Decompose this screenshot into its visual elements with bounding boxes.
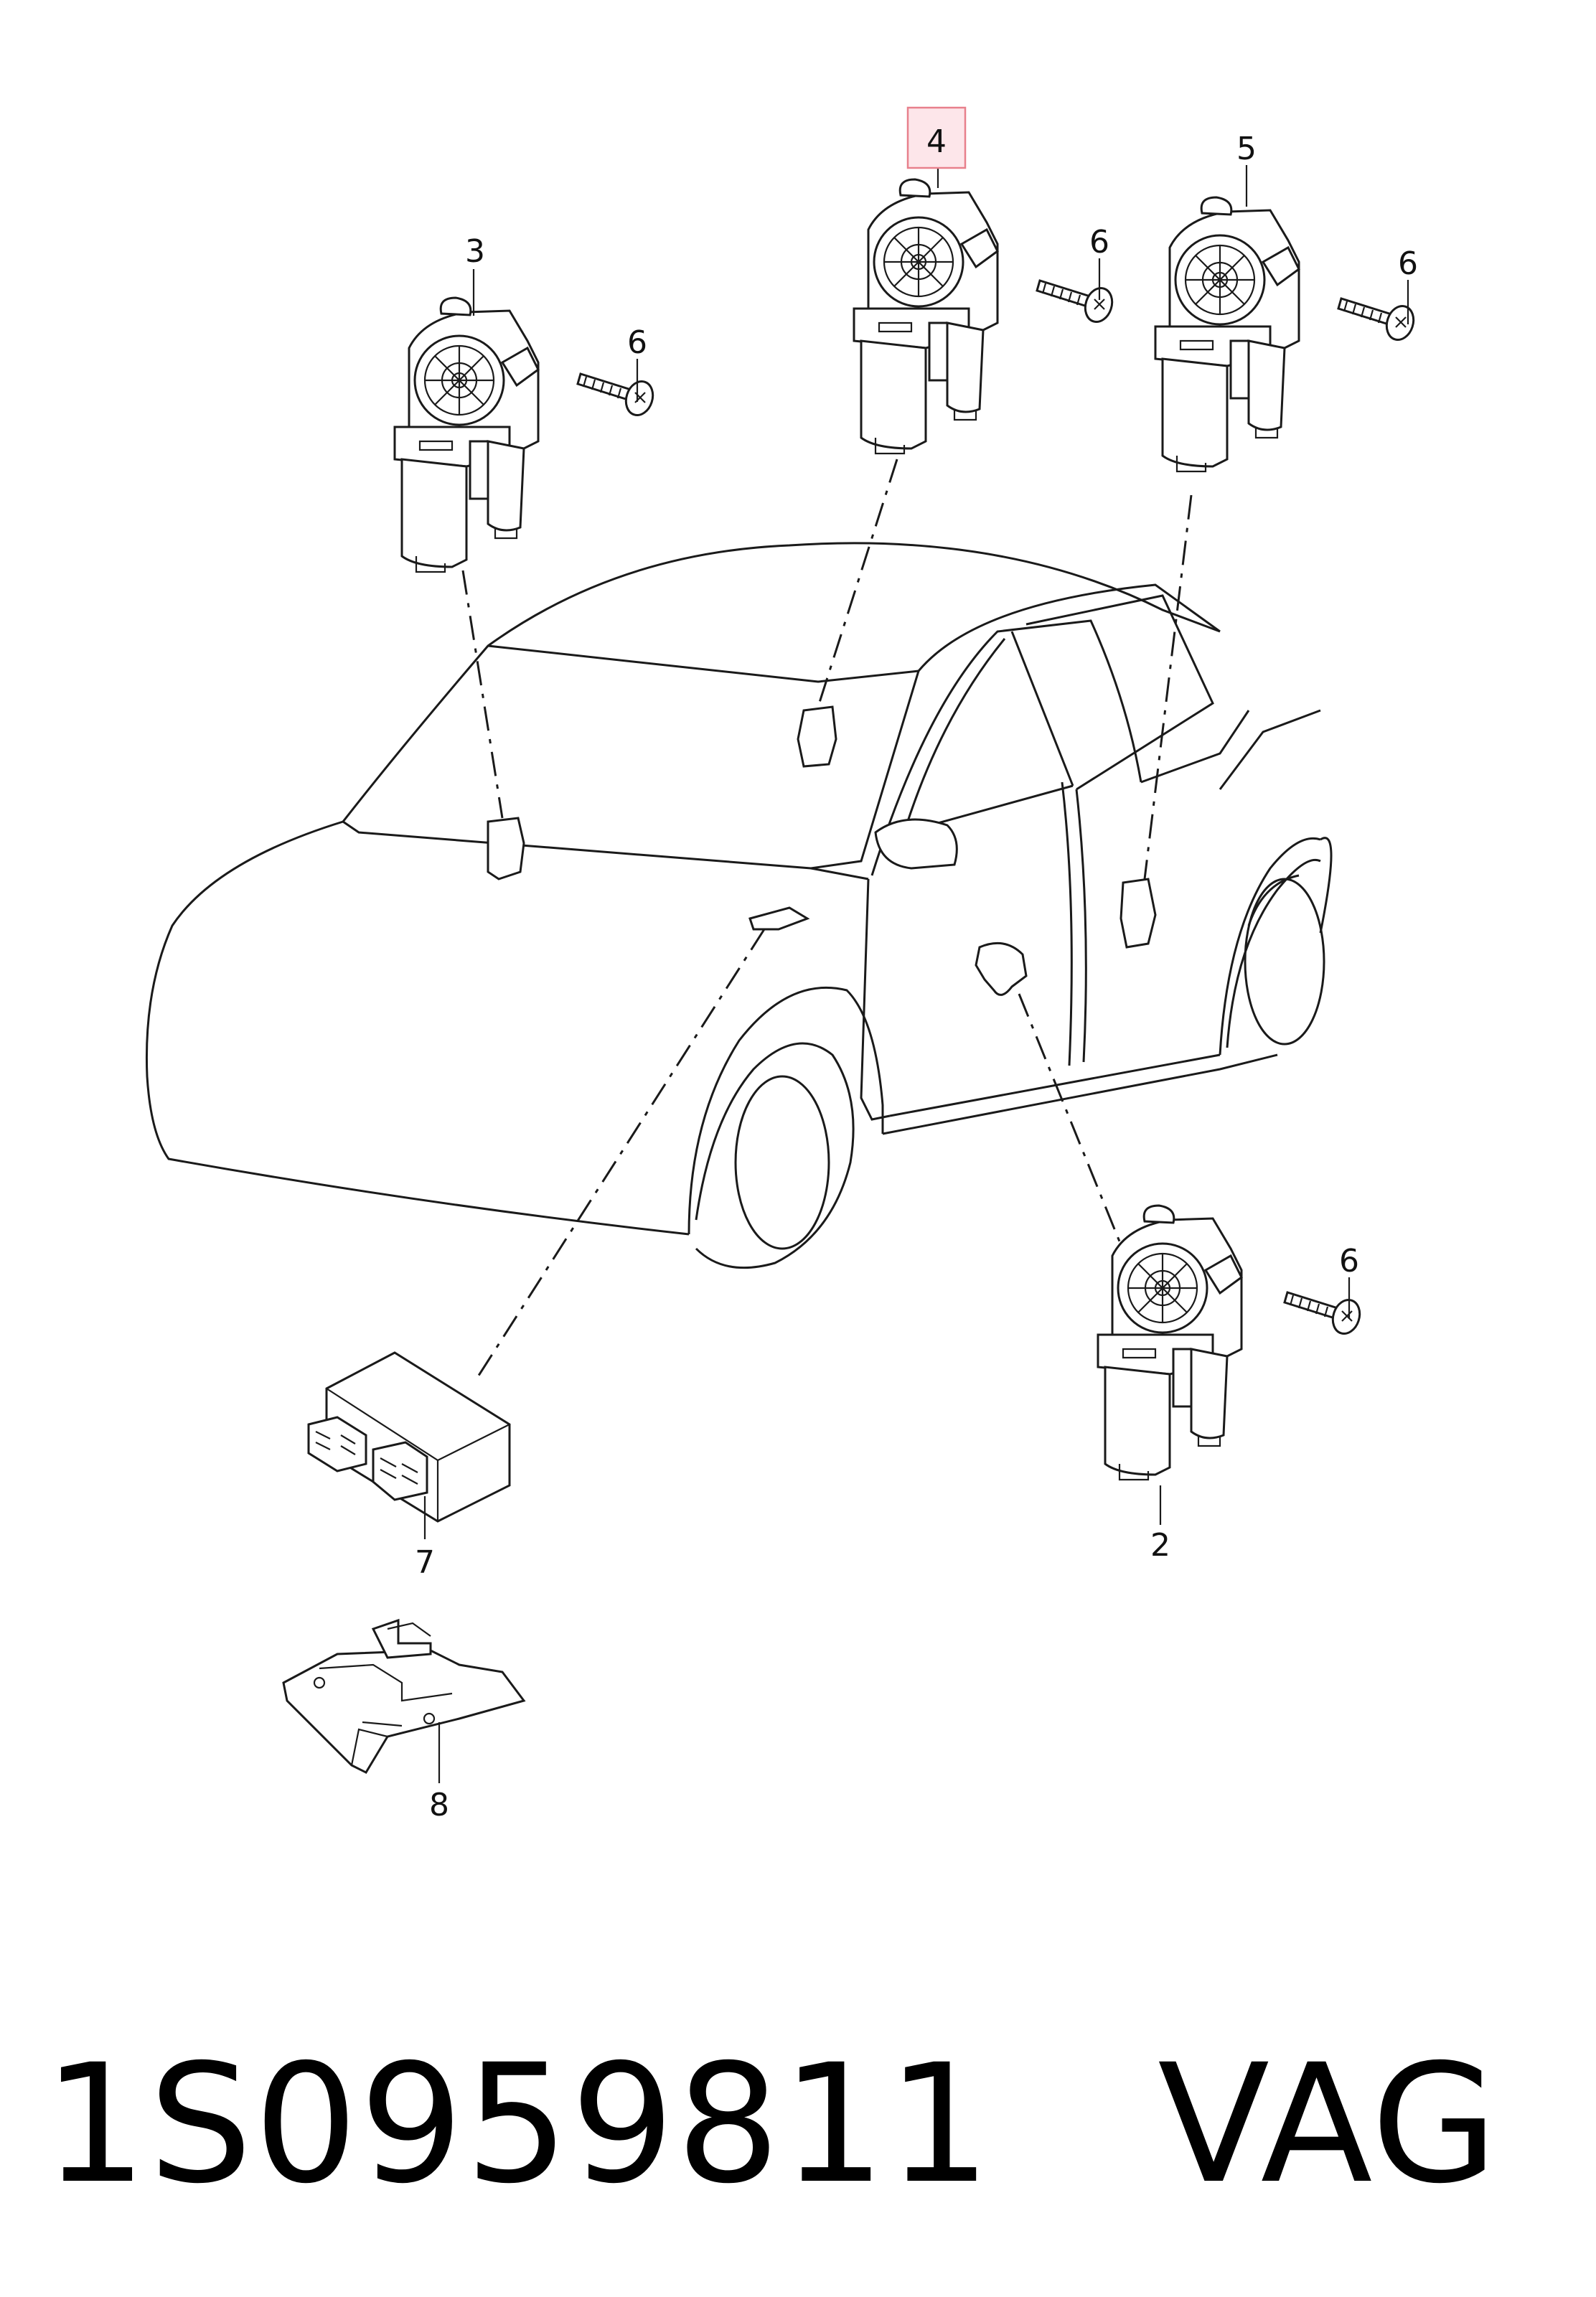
part-number: 1S0959811 (43, 2029, 993, 2220)
callout-4: 4 (926, 123, 947, 160)
callout-6-left: 6 (627, 324, 647, 361)
callout-4-highlight (906, 106, 967, 169)
callout-8: 8 (429, 1787, 449, 1823)
leader-lines (461, 459, 1193, 1378)
control-unit (307, 1351, 511, 1523)
window-motor-2 (1097, 1204, 1243, 1481)
screw-4 (1036, 279, 1118, 327)
callout-6-center: 6 (1089, 224, 1109, 260)
screw-3 (576, 372, 659, 420)
callout-7: 7 (415, 1544, 435, 1581)
vehicle-outline (145, 542, 1333, 1269)
brand-name: VAG (1158, 2029, 1500, 2220)
screw-2 (1283, 1291, 1366, 1338)
window-motor-3 (393, 296, 540, 573)
callout-2: 2 (1150, 1527, 1170, 1564)
callout-3: 3 (465, 233, 485, 270)
screw-5 (1337, 297, 1419, 344)
part-caption: 1S0959811 VAG (43, 2016, 1550, 2232)
window-motor-5 (1154, 196, 1300, 473)
mounting-bracket (282, 1618, 526, 1774)
callout-6-lower: 6 (1339, 1243, 1359, 1279)
window-motor-4 (853, 178, 999, 455)
callout-5: 5 (1236, 131, 1257, 167)
callout-6-right: 6 (1398, 245, 1418, 282)
